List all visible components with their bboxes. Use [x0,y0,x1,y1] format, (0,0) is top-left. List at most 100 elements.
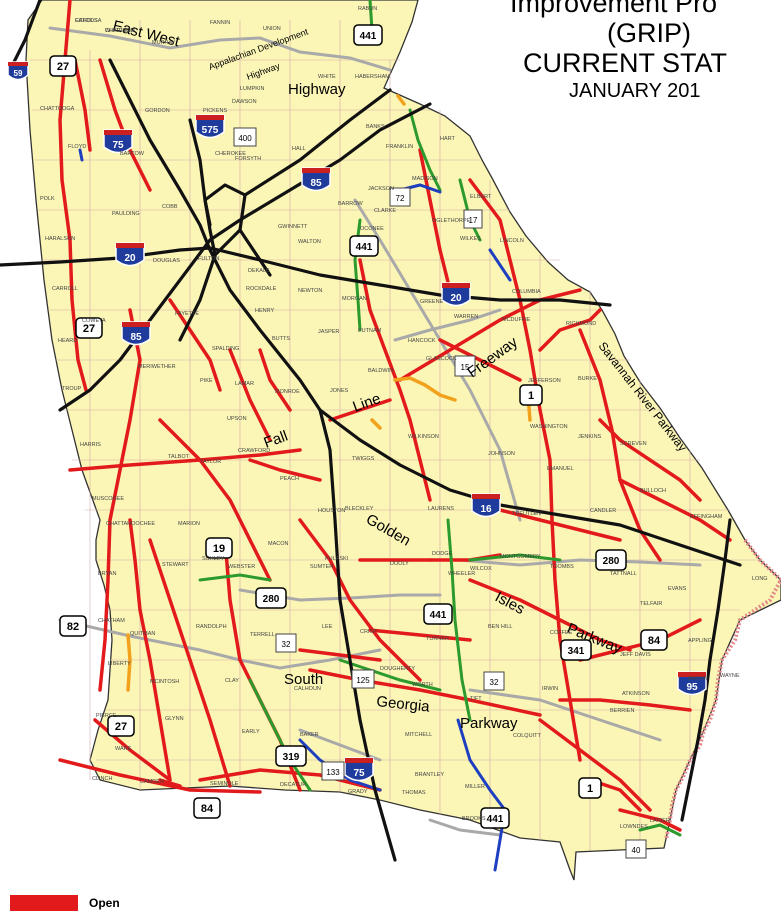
county-label: CANDLER [590,508,616,514]
us-84-shield-east[interactable]: 84 [640,629,668,651]
county-label: BUTTS [272,336,290,342]
us-27-shield-west[interactable]: 27 [75,317,103,339]
county-label: CALHOUN [294,686,321,692]
county-label: RABUN [358,6,377,12]
us-319-shield[interactable]: 319 [275,745,307,767]
county-label: LOWNDES [620,824,648,830]
county-label: BRYAN [98,571,116,577]
county-label: PAULDING [112,211,140,217]
us-441-shield-far-south[interactable]: 441 [480,807,510,829]
us-280-shield-west[interactable]: 280 [255,587,287,609]
county-label: GRADY [348,789,368,795]
county-label: WHEELER [448,571,475,577]
county-label: HALL [292,146,306,152]
interstate-95-shield[interactable]: 95 [677,671,707,696]
svg-text:441: 441 [360,31,377,42]
county-label: BALDWIN [368,368,393,374]
county-label: PICKENS [203,108,227,114]
county-label: OGLETHORPE [432,218,471,224]
svg-text:75: 75 [112,140,124,151]
county-label: FANNIN [210,20,230,26]
county-label: CHARLTON [105,28,135,34]
county-label: WORTH [412,682,433,688]
us-280-shield-east[interactable]: 280 [595,549,627,571]
state-route-shields[interactable]: 400 72 17 15 32 125 32 133 40 [233,127,647,859]
county-labels: CATOOSAWHITFIELDMURRAYFANNINUNIONRABUNWH… [40,6,768,830]
county-label: LINCOLN [500,238,524,244]
sr-17-shield[interactable]: 17 [463,209,483,229]
title-line-3: CURRENT STAT [523,48,728,78]
county-label: CHATTOOGA [40,106,75,112]
sr-32-shield-west[interactable]: 32 [275,633,297,653]
county-label: APPLING [688,638,712,644]
sr-40-shield[interactable]: 40 [625,839,647,859]
county-label: WEBSTER [228,564,255,570]
interstate-85-shield-south[interactable]: 85 [121,321,151,346]
us-84-shield-south[interactable]: 84 [193,797,221,819]
interstate-20-shield-east[interactable]: 20 [441,282,471,307]
us-27-shield-north[interactable]: 27 [49,55,77,77]
county-label: LONG [752,576,768,582]
svg-text:84: 84 [648,635,661,647]
svg-text:17: 17 [469,216,478,225]
county-label: TATTNALL [610,571,637,577]
county-label: CRISP [360,629,377,635]
svg-text:27: 27 [115,721,127,733]
sr-15-shield[interactable]: 15 [454,355,476,377]
sr-125-shield[interactable]: 125 [351,669,375,689]
svg-text:19: 19 [213,543,225,555]
svg-text:15: 15 [461,363,470,372]
county-label: DAWSON [232,99,257,105]
svg-text:441: 441 [430,610,447,621]
us-1-shield-north[interactable]: 1 [519,384,543,406]
coastline [664,538,781,841]
county-label: EMANUEL [547,466,574,472]
county-label: HEARD [58,338,77,344]
county-label: JENKINS [578,434,602,440]
county-label: MITCHELL [405,732,432,738]
county-label: MERIWETHER [138,364,176,370]
interstate-20-shield-west[interactable]: 20 [115,242,145,267]
county-label: EARLY [242,729,260,735]
us-1-shield-south[interactable]: 1 [578,777,602,799]
county-label: ATKINSON [622,691,650,697]
sr-72-shield[interactable]: 72 [389,187,411,207]
county-label: DODGE [432,551,453,557]
us-27-shield-south[interactable]: 27 [107,715,135,737]
interstate-75-shield[interactable]: 75 [103,129,133,154]
us-341-shield[interactable]: 341 [560,639,592,661]
svg-text:72: 72 [396,194,405,203]
county-label: HARRIS [80,442,101,448]
county-label: THOMAS [402,790,426,796]
interstate-shields[interactable]: 59 75 575 85 20 20 8 [7,61,707,782]
county-label: TIFT [470,696,482,702]
us-441-shield-athens[interactable]: 441 [349,235,379,257]
interstate-16-shield[interactable]: 16 [471,493,501,518]
sr-400-shield[interactable]: 400 [233,127,257,147]
us-441-shield-south[interactable]: 441 [423,603,453,625]
interstate-75-shield-south[interactable]: 75 [344,757,374,782]
us-82-shield[interactable]: 82 [59,615,87,637]
county-label: ROCKDALE [246,286,277,292]
county-label: MCINTOSH [150,679,179,685]
corridor-highway: Highway [288,81,346,98]
county-label: COBB [162,204,178,210]
county-label: WILKINSON [408,434,439,440]
svg-text:27: 27 [57,61,69,73]
county-label: CLAY [225,678,239,684]
sr-32-shield-east[interactable]: 32 [483,671,505,691]
us-19-shield[interactable]: 19 [205,537,233,559]
svg-text:280: 280 [603,556,620,567]
svg-text:133: 133 [326,768,340,777]
county-label: FORSYTH [235,156,261,162]
county-label: WILCOX [470,566,492,572]
interstate-85-shield-north[interactable]: 85 [301,167,331,192]
sr-133-shield[interactable]: 133 [321,761,345,781]
us-441-shield-north[interactable]: 441 [353,24,383,46]
interstate-59-shield[interactable]: 59 [7,61,29,81]
corridor-south: South [284,671,323,688]
interstate-575-shield[interactable]: 575 [195,114,225,139]
county-label: MURRAY [152,40,176,46]
county-label: ELBERT [470,194,492,200]
us-route-shields[interactable]: 27 441 441 27 1 19 280 441 280 82 341 84… [49,24,668,829]
